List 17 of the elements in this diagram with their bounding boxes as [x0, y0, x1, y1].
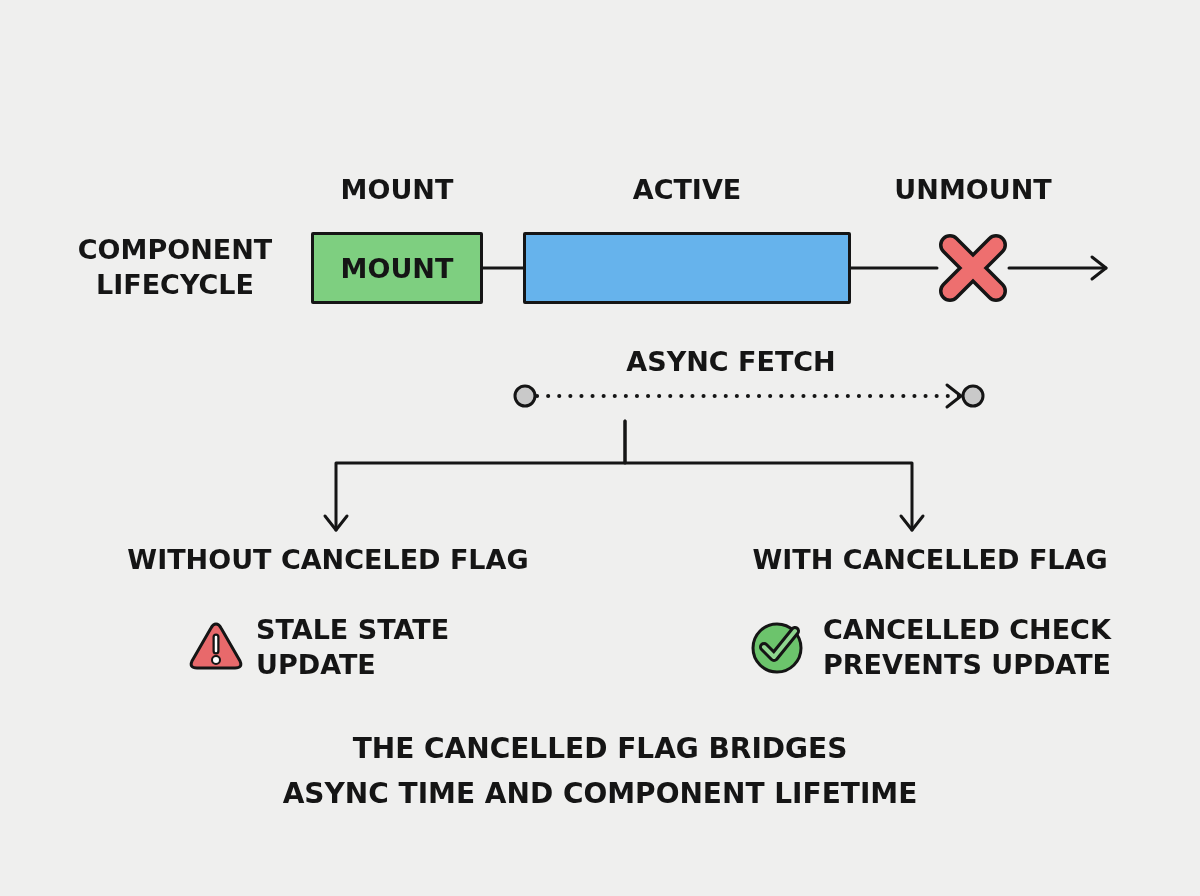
phase-label: ACTIVE — [632, 173, 742, 207]
caption: THE CANCELLED FLAG BRIDGES ASYNC TIME AND COMPONENT LIFETIME — [282, 731, 918, 812]
phase-bar: MOUNT — [311, 232, 483, 304]
arrow — [1007, 255, 1108, 281]
branch-heading: WITH CANCELLED FLAG — [752, 543, 1108, 577]
branch-heading: WITHOUT CANCELED FLAG — [127, 543, 529, 577]
arrow — [623, 419, 925, 532]
outcome-text: STALE STATE UPDATE — [256, 613, 450, 682]
endpoint-dot — [961, 384, 985, 408]
phase-label: UNMOUNT — [894, 173, 1052, 207]
dotted-arrow — [535, 383, 963, 409]
row-label: COMPONENT LIFECYCLE — [77, 233, 273, 302]
connector-line — [849, 266, 939, 270]
connector-line — [481, 266, 525, 270]
outcome-text: CANCELLED CHECK PREVENTS UPDATE — [823, 613, 1111, 682]
phase-label: MOUNT — [340, 173, 454, 207]
endpoint-dot — [513, 384, 537, 408]
